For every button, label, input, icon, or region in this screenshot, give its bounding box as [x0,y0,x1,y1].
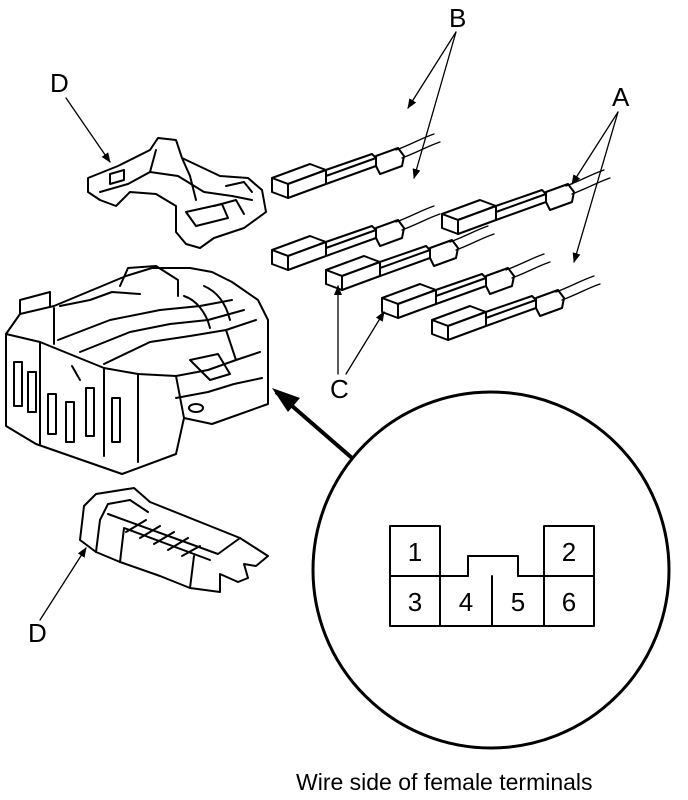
pin-5: 5 [511,587,525,617]
pinout-face [389,525,595,627]
pin-2: 2 [562,537,576,567]
pin-3: 3 [408,587,422,617]
leader-a1 [571,111,619,185]
leader-b2 [412,31,457,179]
callout-d-bottom: D [28,618,47,648]
pin-6: 6 [562,587,576,617]
callout-c: C [330,374,349,404]
callout-a: A [612,82,630,112]
retainer-top [87,137,267,249]
pin-4: 4 [459,587,473,617]
callout-d-top: D [50,68,69,98]
leader-c2 [345,311,385,375]
connector-housing [5,265,269,475]
detail-circle [311,390,671,750]
detail-arrow-head [272,388,300,412]
leader-d-top [65,97,111,163]
retainer-bottom [79,487,269,593]
terminal-c1 [325,225,495,291]
leader-d-bottom [39,547,87,621]
pin-1: 1 [408,537,422,567]
caption: Wire side of female terminals [296,769,593,795]
terminal-a2 [431,275,601,341]
callout-b: B [449,3,466,33]
leader-a2 [572,111,619,263]
leader-b1 [407,31,457,109]
terminal-b1 [271,133,441,199]
